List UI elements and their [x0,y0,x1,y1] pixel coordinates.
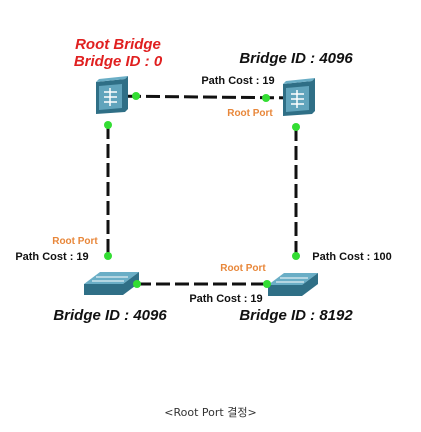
bridge-id-top-left: Bridge ID : 0 [74,53,163,70]
port-dot [262,94,270,102]
root-bridge-title: Root Bridge [75,36,161,53]
port-indicators [104,92,300,288]
links [106,94,299,286]
port-dot [263,280,271,288]
switch-icon[interactable] [84,272,139,295]
port-dot [104,252,112,260]
port-dot [292,252,300,260]
port-dot [104,121,112,129]
root-port-label-bottom-left: Root Port [52,236,98,247]
path-cost-bottom: Path Cost : 19 [189,293,262,305]
multilayer-switch-icon[interactable] [96,76,128,114]
stp-topology-diagram: Root Bridge Bridge ID : 0 Bridge ID : 40… [15,36,391,324]
port-dot [133,280,141,288]
multilayer-switch-icon[interactable] [283,78,315,116]
bridge-id-top-right: Bridge ID : 4096 [239,50,353,67]
bridge-id-bottom-right: Bridge ID : 8192 [239,307,353,324]
path-cost-top: Path Cost : 19 [201,75,274,87]
figure-caption: <Root Port 결정> [164,406,257,419]
root-port-label-bottom-right: Root Port [220,263,266,274]
port-dot [132,92,140,100]
path-cost-right: Path Cost : 100 [312,251,391,263]
port-dot [292,123,300,131]
root-port-label-top-right: Root Port [227,108,273,119]
switch-icon[interactable] [268,273,318,296]
bridge-id-bottom-left: Bridge ID : 4096 [53,307,167,324]
path-cost-left: Path Cost : 19 [15,251,88,263]
